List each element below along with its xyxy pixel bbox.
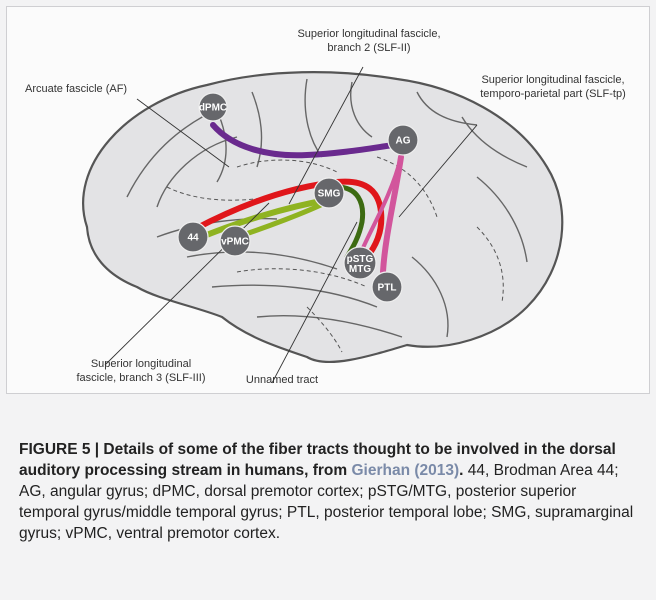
label-slftp-line1: Superior longitudinal fascicle,	[481, 74, 624, 86]
figure-frame: dPMC AG SMG 44 vPMC pSTG MTG	[6, 6, 650, 394]
node-ptl: PTL	[372, 272, 402, 302]
label-slf3-line1: Superior longitudinal	[91, 358, 191, 370]
caption-reference-link[interactable]: Gierhan (2013)	[351, 462, 459, 479]
node-vpmc-label: vPMC	[221, 237, 249, 248]
figure-caption: FIGURE 5 | Details of some of the fiber …	[19, 439, 639, 544]
node-dpmc-label: dPMC	[199, 103, 227, 114]
label-unnamed: Unnamed tract	[246, 374, 318, 386]
node-vpmc: vPMC	[220, 226, 250, 256]
label-slf3-line2: fascicle, branch 3 (SLF-III)	[77, 372, 206, 384]
label-slf2-line1: Superior longitudinal fascicle,	[297, 28, 440, 40]
label-slftp-line2: temporo-parietal part (SLF-tp)	[480, 88, 626, 100]
label-af: Arcuate fascicle (AF)	[25, 83, 127, 95]
node-smg: SMG	[314, 178, 344, 208]
node-ag-label: AG	[396, 136, 411, 147]
brain-diagram: dPMC AG SMG 44 vPMC pSTG MTG	[7, 7, 649, 393]
node-pstg-label-2: MTG	[349, 264, 371, 275]
node-44: 44	[178, 222, 208, 252]
label-slf2-line2: branch 2 (SLF-II)	[327, 42, 410, 54]
node-dpmc: dPMC	[199, 93, 227, 121]
node-ag: AG	[388, 125, 418, 155]
node-pstg-mtg: pSTG MTG	[344, 247, 376, 279]
node-ptl-label: PTL	[378, 283, 397, 294]
node-smg-label: SMG	[318, 189, 341, 200]
node-44-label: 44	[187, 233, 199, 244]
